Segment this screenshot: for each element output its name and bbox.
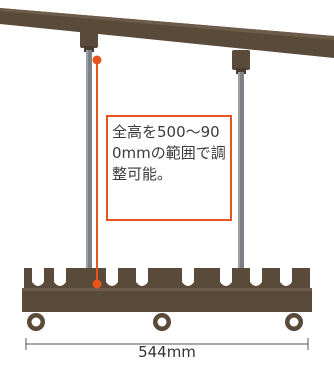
dimension-width-label: 544mm (138, 343, 196, 361)
hanger-loop-right (285, 313, 303, 331)
rod-bracket-left (80, 28, 98, 52)
hanger-bar (22, 268, 312, 312)
height-indicator-bottom-dot (92, 279, 102, 289)
top-rail (0, 8, 334, 58)
hanger-loop-center (153, 313, 171, 331)
height-indicator-top-dot (92, 55, 102, 65)
height-indicator (92, 55, 102, 289)
callout-box (106, 115, 232, 221)
rod-left (86, 50, 92, 280)
rod-bracket-right (232, 50, 250, 74)
callout-text: 全高を500〜900mmの範囲で調整可能。 (112, 123, 226, 183)
hanger-loop-left (27, 313, 45, 331)
rod-right (238, 72, 244, 280)
dimension-line (25, 338, 309, 350)
